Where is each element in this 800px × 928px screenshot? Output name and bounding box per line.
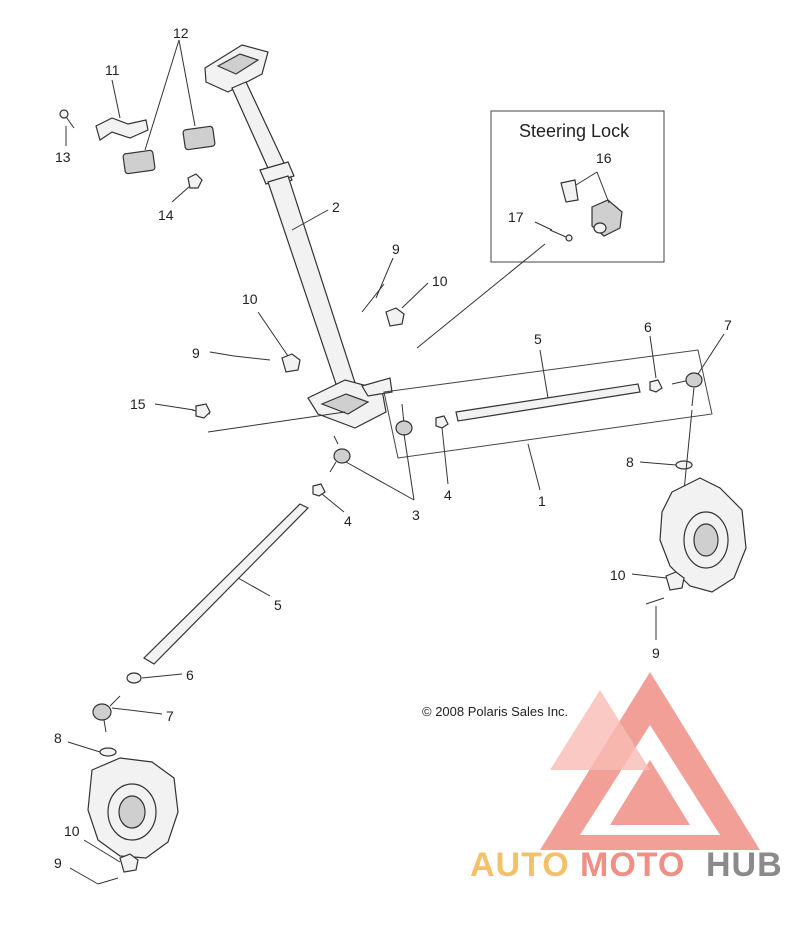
callout-5-right: 5 <box>534 331 542 347</box>
callout-9-upper: 9 <box>392 241 400 257</box>
jam-nut-left <box>312 483 326 497</box>
callout-7-left: 7 <box>166 708 174 724</box>
callout-13: 13 <box>55 149 71 165</box>
watermark-text-moto: MOTO <box>580 846 685 884</box>
cotter-pin-right-knuckle <box>645 597 665 605</box>
watermark-logo <box>540 672 760 850</box>
nut-part-14 <box>187 173 203 189</box>
callout-3: 3 <box>412 507 420 523</box>
callout-6-left: 6 <box>186 667 194 683</box>
watermark-triangle-left <box>550 690 650 770</box>
steering-lock-inset: Steering Lock <box>490 110 665 263</box>
callout-7-right: 7 <box>724 317 732 333</box>
inner-tie-rod-end <box>395 403 413 436</box>
column-clamp-part <box>95 117 149 141</box>
jam-nut-left-outer <box>126 672 142 684</box>
bushing-parts <box>122 125 216 175</box>
callout-5-left: 5 <box>274 597 282 613</box>
castle-nut-right-knuckle <box>665 571 685 591</box>
outer-tie-rod-end-right <box>671 372 703 407</box>
callout-9-left: 9 <box>192 345 200 361</box>
jam-nut-right <box>435 415 449 429</box>
watermark-triangle-core <box>610 760 690 825</box>
callout-6-right: 6 <box>644 319 652 335</box>
cotter-pin-left-knuckle <box>97 877 119 885</box>
callout-11: 11 <box>105 62 120 78</box>
callout-4-left: 4 <box>344 513 352 529</box>
callout-8-right: 8 <box>626 454 634 470</box>
inset-leader <box>416 243 546 349</box>
callout-9-right: 9 <box>652 645 660 661</box>
steering-column-part <box>204 44 393 429</box>
copyright-text: © 2008 Polaris Sales Inc. <box>422 704 568 719</box>
bolt-part-13 <box>59 109 75 129</box>
callout-16: 16 <box>596 150 612 166</box>
callout-10-left-knuckle: 10 <box>64 823 80 839</box>
watermark-text-auto: AUTO <box>470 846 570 884</box>
callout-12: 12 <box>173 25 189 41</box>
callout-4-right: 4 <box>444 487 452 503</box>
callout-9-left-knuckle: 9 <box>54 855 62 871</box>
steering-knuckle-left <box>87 757 179 859</box>
washer-left <box>99 747 117 757</box>
watermark-text: AUTO MOTO HUB <box>470 846 783 884</box>
tie-rod-tube-right <box>455 383 641 422</box>
washer-right <box>675 460 693 470</box>
leader-lines <box>65 39 725 885</box>
cotter-pin-left <box>233 355 271 361</box>
inset-frame <box>490 110 665 263</box>
callout-14: 14 <box>158 207 174 223</box>
inner-tie-rod-end-left <box>329 435 351 473</box>
bolt-part-15 <box>191 403 211 419</box>
tie-rod-tube-left <box>143 503 310 665</box>
inset-title: Steering Lock <box>519 121 630 141</box>
callout-17: 17 <box>508 209 524 225</box>
castle-nut-upper <box>385 307 405 327</box>
steering-knuckle-right <box>659 477 747 593</box>
castle-nut-left <box>281 353 301 373</box>
callout-10-upper: 10 <box>432 273 448 289</box>
lock-screw-part <box>549 229 573 242</box>
callout-10-left: 10 <box>242 291 258 307</box>
callout-1: 1 <box>538 493 546 509</box>
callout-labels: 12 11 13 14 2 9 10 10 9 15 16 17 5 6 7 8… <box>54 25 732 871</box>
castle-nut-left-knuckle <box>119 853 139 873</box>
outer-tie-rod-end-left <box>92 695 121 733</box>
callout-8-left: 8 <box>54 730 62 746</box>
callout-2: 2 <box>332 199 340 215</box>
callout-15: 15 <box>130 396 146 412</box>
tie-rod-frame <box>383 349 713 459</box>
watermark-text-hub: HUB <box>706 846 783 884</box>
jam-nut-right-outer <box>649 379 663 393</box>
callout-10-right: 10 <box>610 567 626 583</box>
steering-lock-part <box>560 179 623 237</box>
column-reference-line <box>207 411 346 433</box>
